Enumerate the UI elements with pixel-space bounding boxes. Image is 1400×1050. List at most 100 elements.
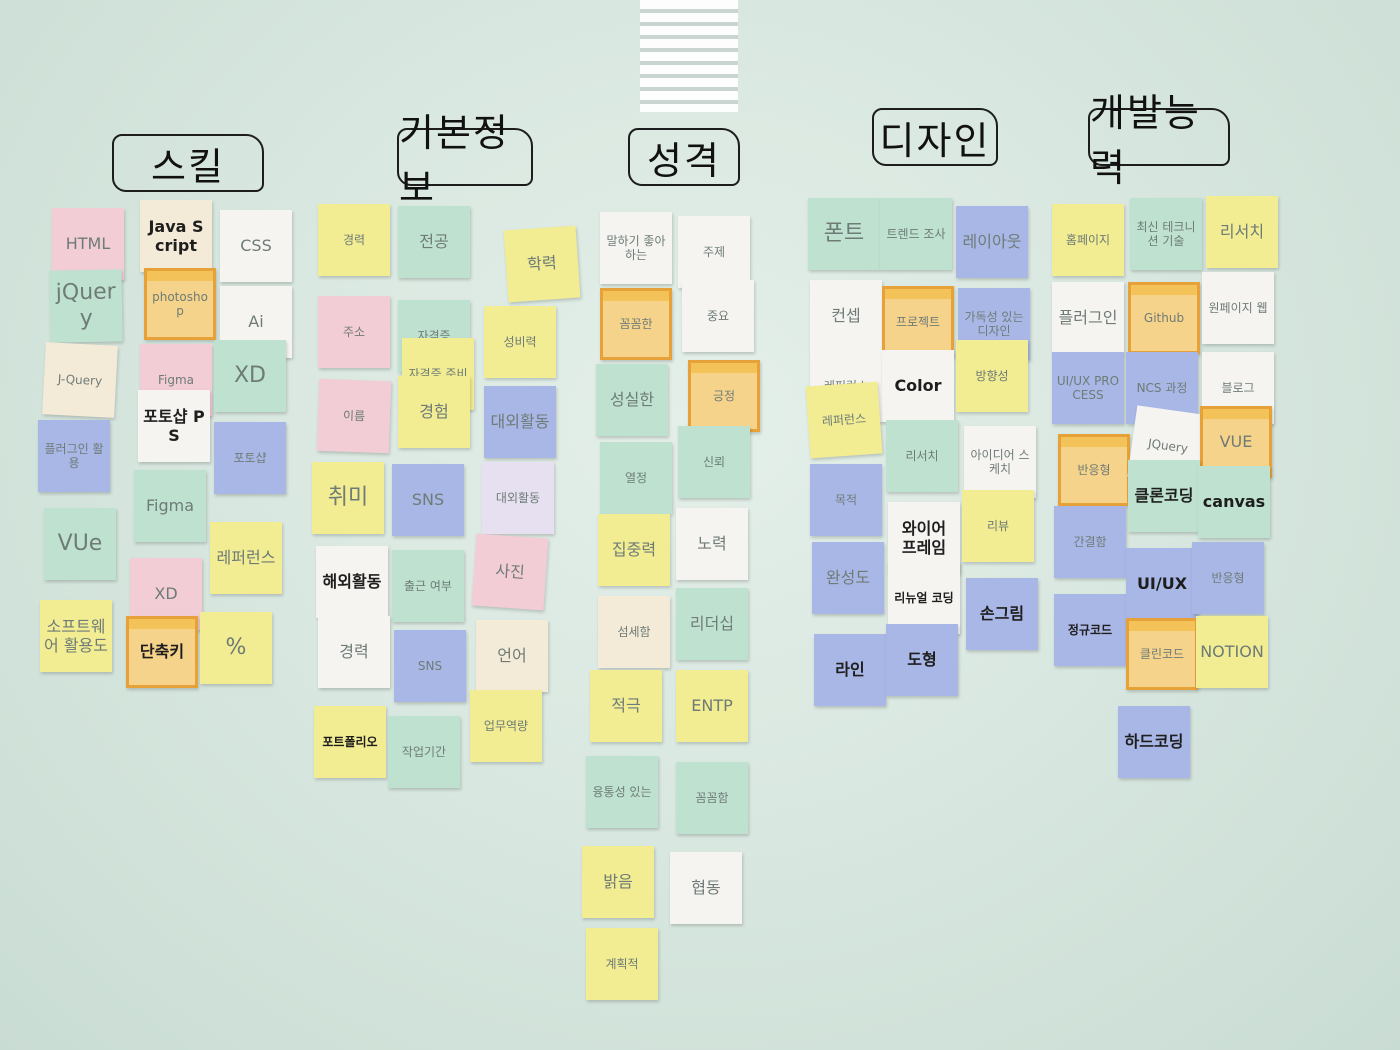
sticky-note: 소프트웨어 활용도 [40,600,112,672]
sticky-note: 취미 [312,462,384,534]
sticky-note-text: 꼼꼼함 [695,790,729,805]
sticky-note-text: photoshop [152,289,208,318]
sticky-note-text: 컨셉 [831,306,861,326]
sticky-note-text: 리뷰 [986,518,1010,533]
sticky-note-text: 방향성 [975,368,1009,383]
sticky-note-text: 아이디어 스케치 [970,447,1030,476]
sticky-note: 경험 [398,376,470,448]
sticky-note: J-Query [42,342,118,418]
sticky-note-text: 와이어 프레임 [901,518,947,557]
sticky-note-text: 소프트웨어 활용도 [44,616,108,655]
sticky-note-text: Ai [248,312,264,332]
sticky-note: 손그림 [966,578,1038,650]
sticky-note-text: 주소 [342,324,366,339]
sticky-note-text: 하드코딩 [1124,732,1184,752]
sticky-note-text: 업무역량 [483,718,529,733]
sticky-note: 리뷰 [962,490,1034,562]
sticky-note: 작업기간 [388,716,460,788]
sticky-note-text: 성비력 [503,334,537,349]
sticky-note: 컨셉 [810,280,882,352]
sticky-note: 이름 [316,378,392,454]
sticky-note-text: Figma [157,372,195,387]
sticky-note: 말하기 좋아하는 [600,212,672,284]
sticky-note-text: JQuery [1147,436,1189,456]
sticky-note: 프로젝트 [882,286,954,358]
sticky-note-text: canvas [1202,492,1266,512]
sticky-note: 반응형 [1192,542,1264,614]
sticky-note: 폰트 [808,198,880,270]
sticky-note-text: 블로그 [1221,380,1255,395]
sticky-note-text: 리뉴얼 코딩 [894,590,954,605]
sticky-note: 대외활동 [482,462,554,534]
sticky-note: 플러그인 활용 [38,420,110,492]
sticky-note-text: 클린코드 [1139,646,1185,661]
sticky-note: 플러그인 [1052,282,1124,354]
sticky-note: 포트폴리오 [314,706,386,778]
sticky-note: 방향성 [956,340,1028,412]
sticky-note-text: 원페이지 웹 [1208,300,1268,315]
sticky-note-text: 사진 [494,561,526,583]
sticky-note-text: 학력 [526,253,558,275]
sticky-note: 해외활동 [316,546,388,618]
sticky-note-text: 중요 [706,308,730,323]
sticky-note-text: SNS [417,658,443,673]
sticky-note: Github [1128,282,1200,354]
sticky-note-text: 신뢰 [702,454,726,469]
sticky-note: 열정 [600,442,672,514]
sticky-note: 목적 [810,464,882,536]
sticky-note: 포토샵 [214,422,286,494]
sticky-note-text: 경력 [339,642,369,662]
sticky-note: 원페이지 웹 [1202,272,1274,344]
sticky-note-text: 열정 [624,470,648,485]
sticky-note-text: ENTP [691,696,733,716]
sticky-note: 간결함 [1054,506,1126,578]
sticky-note-text: 반응형 [1077,462,1111,477]
sticky-note: 융통성 있는 [586,756,658,828]
sticky-note: NOTION [1196,616,1268,688]
sticky-note: 도형 [886,624,958,696]
header-basic-info: 기본정보 [397,111,533,210]
sticky-note-text: 대외활동 [495,490,541,505]
sticky-note: 단축키 [126,616,198,688]
sticky-note: 출근 여부 [392,550,464,622]
sticky-note: 성비력 [484,306,556,378]
header-personality: 성격 [628,128,740,186]
sticky-note: 주제 [678,216,750,288]
sticky-note-text: 레퍼런스 [216,548,276,568]
sticky-note: 정규코드 [1054,594,1126,666]
sticky-note-text: XD [233,362,266,388]
sticky-note: 최신 테크니션 기술 [1130,198,1202,270]
sticky-note: 대외활동 [484,386,556,458]
sticky-note-text: 집중력 [611,540,657,560]
sticky-note-text: 포트폴리오 [322,734,378,749]
sticky-note-text: 해외활동 [322,572,382,592]
header-skills: 스킬 [112,134,264,192]
sticky-note-text: 이름 [342,408,366,424]
sticky-note-text: 플러그인 활용 [44,441,104,470]
sticky-note-text: 반응형 [1211,570,1245,585]
sticky-note-text: 클론코딩 [1134,486,1194,506]
sticky-note-text: 리서치 [1219,222,1265,242]
sticky-note-text: 라인 [835,660,865,680]
sticky-note: 협동 [670,852,742,924]
sticky-note: 하드코딩 [1118,706,1190,778]
sticky-note: Color [882,350,954,422]
sticky-note-text: 긍정 [712,388,736,403]
sticky-note: XD [214,340,286,412]
sticky-note-text: 리서치 [905,448,939,463]
sticky-note-text: 적극 [611,696,641,716]
sticky-note: 성실한 [596,364,668,436]
sticky-note: 긍정 [688,360,760,432]
sticky-note-text: 꼼꼼한 [619,316,653,331]
sticky-note-text: 주제 [702,244,726,259]
sticky-note: 리뉴얼 코딩 [888,562,960,634]
sticky-note: 리서치 [886,420,958,492]
sticky-note: 전공 [398,206,470,278]
sticky-note: 반응형 [1058,434,1130,506]
sticky-note: 완성도 [812,542,884,614]
sticky-note: 노력 [676,508,748,580]
sticky-note: 클린코드 [1126,618,1198,690]
sticky-note-text: 섬세함 [617,624,651,639]
sticky-note-text: 정규코드 [1067,622,1113,637]
sticky-note: 레이아웃 [956,206,1028,278]
